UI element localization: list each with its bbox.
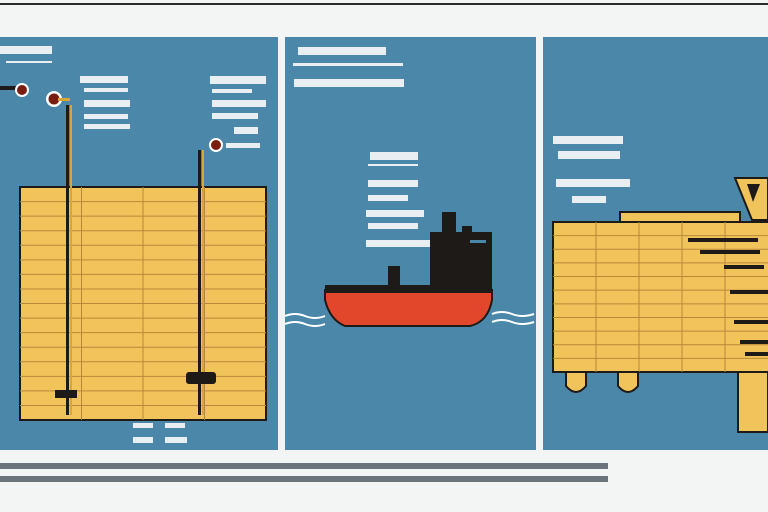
panel-wells-labels [0,46,266,443]
pipe-icon [0,83,223,415]
well-grid [19,186,267,421]
panel-storage-labels [553,136,630,203]
caption-text [0,463,608,482]
storage-grid [552,211,768,433]
panel-ship-labels [293,47,432,247]
top-border [0,3,768,5]
ship-icon [284,212,535,327]
warning-icon [733,177,768,221]
